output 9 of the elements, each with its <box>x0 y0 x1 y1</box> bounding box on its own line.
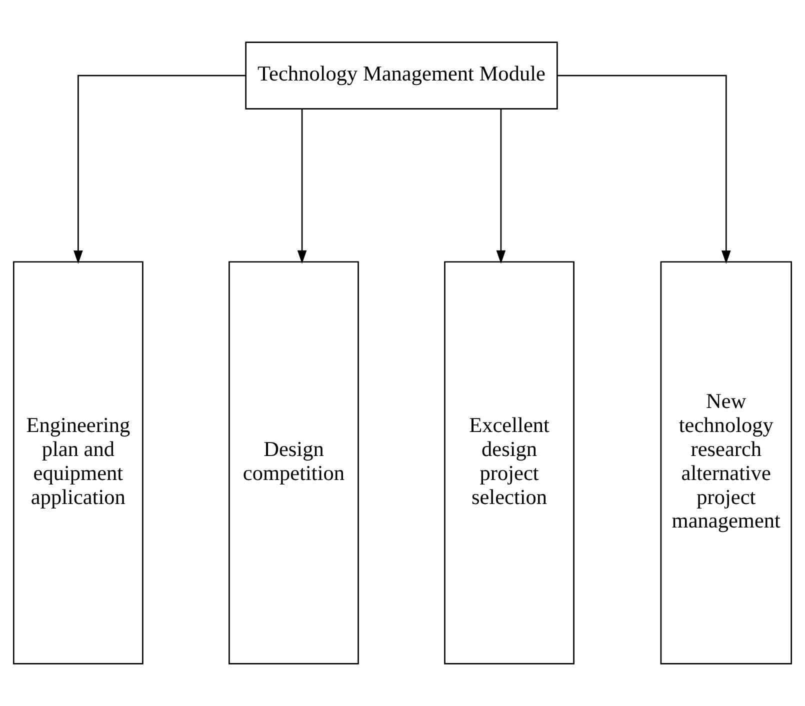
node-box: Technology Management Module <box>245 42 558 110</box>
node-box: New technology research alternative project management <box>660 261 792 664</box>
node-box: Excellent design project selection <box>444 261 574 664</box>
node-box: Engineering plan and equipment application <box>12 261 144 664</box>
arrow <box>74 74 246 264</box>
arrow <box>496 108 506 264</box>
node-box: Design competition <box>228 261 359 664</box>
arrow <box>297 108 307 264</box>
arrow <box>558 74 731 264</box>
